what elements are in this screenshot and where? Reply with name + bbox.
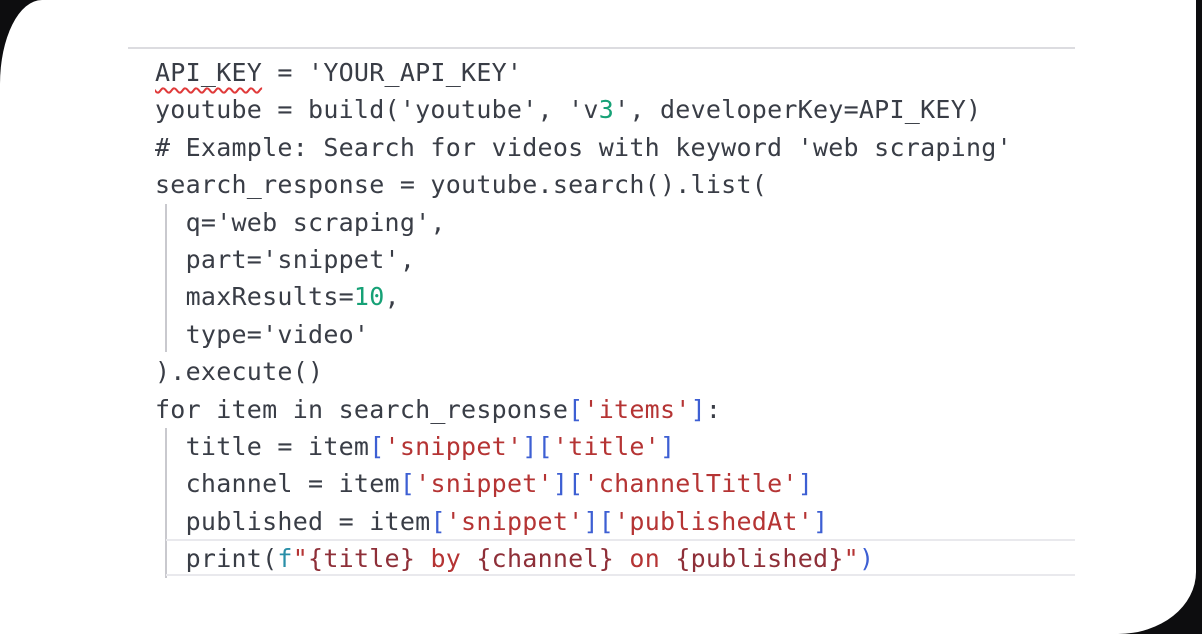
editor-top-border <box>128 47 1075 49</box>
code-line: maxResults=10, <box>155 278 1012 315</box>
code-line: API_KEY = 'YOUR_API_KEY' <box>155 54 1012 91</box>
code-token: ] <box>813 506 829 536</box>
code-token: youtube = build('youtube', 'v <box>155 95 599 125</box>
code-token: 'snippet' <box>445 506 584 536</box>
code-token: [ <box>369 431 385 461</box>
code-line: channel = item['snippet']['channelTitle'… <box>155 465 1012 502</box>
code-token: ] <box>522 431 538 461</box>
code-token: 'title' <box>552 431 660 461</box>
code-token: title = item <box>155 431 370 461</box>
code-token: print( <box>155 544 278 574</box>
code-line: part='snippet', <box>155 241 1012 278</box>
code-token: {title} <box>308 544 416 574</box>
code-token: [ <box>430 506 446 536</box>
code-token: maxResults= <box>155 282 354 312</box>
code-line: type='video' <box>155 316 1012 353</box>
code-line: print(f"{title} by {channel} on {publish… <box>155 540 1012 577</box>
code-line: published = item['snippet']['publishedAt… <box>155 503 1012 540</box>
code-line: youtube = build('youtube', 'v3', develop… <box>155 91 1012 128</box>
code-token: 'channelTitle' <box>583 469 798 499</box>
code-token: by <box>415 544 477 574</box>
code-token: {published} <box>675 544 844 574</box>
code-token: 'publishedAt' <box>614 506 814 536</box>
code-token: , <box>384 282 400 312</box>
code-token: " <box>292 544 309 574</box>
code-token: [ <box>568 469 584 499</box>
code-token: on <box>614 544 676 574</box>
code-editor[interactable]: API_KEY = 'YOUR_API_KEY'youtube = build(… <box>155 54 1012 577</box>
code-line: ).execute() <box>155 353 1012 390</box>
code-token: search_response = youtube.search().list( <box>155 170 768 200</box>
code-token: ] <box>690 394 706 424</box>
code-token: [ <box>568 394 584 424</box>
code-token: [ <box>537 431 553 461</box>
code-token: ] <box>583 506 599 536</box>
code-line: title = item['snippet']['title'] <box>155 428 1012 465</box>
code-token: q='web scraping', <box>155 207 446 237</box>
code-line: q='web scraping', <box>155 204 1012 241</box>
code-token: 10 <box>353 282 385 312</box>
code-token: f <box>277 544 293 574</box>
code-token: type='video' <box>155 319 370 349</box>
code-line: for item in search_response['items']: <box>155 391 1012 428</box>
code-token: {channel} <box>476 544 615 574</box>
code-token: ] <box>797 469 814 499</box>
code-token: 3 <box>598 95 615 125</box>
code-token: 'items' <box>583 394 691 424</box>
squiggle-underlined-token: API_KEY <box>155 58 263 87</box>
code-token: " <box>843 544 859 574</box>
code-token: [ <box>598 506 615 536</box>
code-token: ).execute() <box>155 357 324 387</box>
code-token: ] <box>552 469 569 499</box>
code-token: channel = item <box>155 469 400 499</box>
code-token: published = item <box>155 506 431 536</box>
code-token: 'snippet' <box>415 469 553 499</box>
code-token: part='snippet', <box>155 244 416 274</box>
code-token: ) <box>858 544 875 574</box>
indent-guide <box>165 204 167 352</box>
code-line: search_response = youtube.search().list( <box>155 166 1012 203</box>
code-token: ', developerKey=API_KEY) <box>614 95 982 125</box>
code-token: for item in search_response <box>155 394 569 424</box>
code-token: [ <box>399 469 416 499</box>
code-token: # Example: Search for videos with keywor… <box>155 132 1012 162</box>
code-token: = 'YOUR_API_KEY' <box>262 58 523 87</box>
code-token: : <box>705 394 722 424</box>
code-token: ] <box>659 431 676 461</box>
code-token: 'snippet' <box>384 431 523 461</box>
code-line: # Example: Search for videos with keywor… <box>155 129 1012 166</box>
indent-guide <box>165 428 167 578</box>
current-line-highlight <box>166 539 1075 576</box>
